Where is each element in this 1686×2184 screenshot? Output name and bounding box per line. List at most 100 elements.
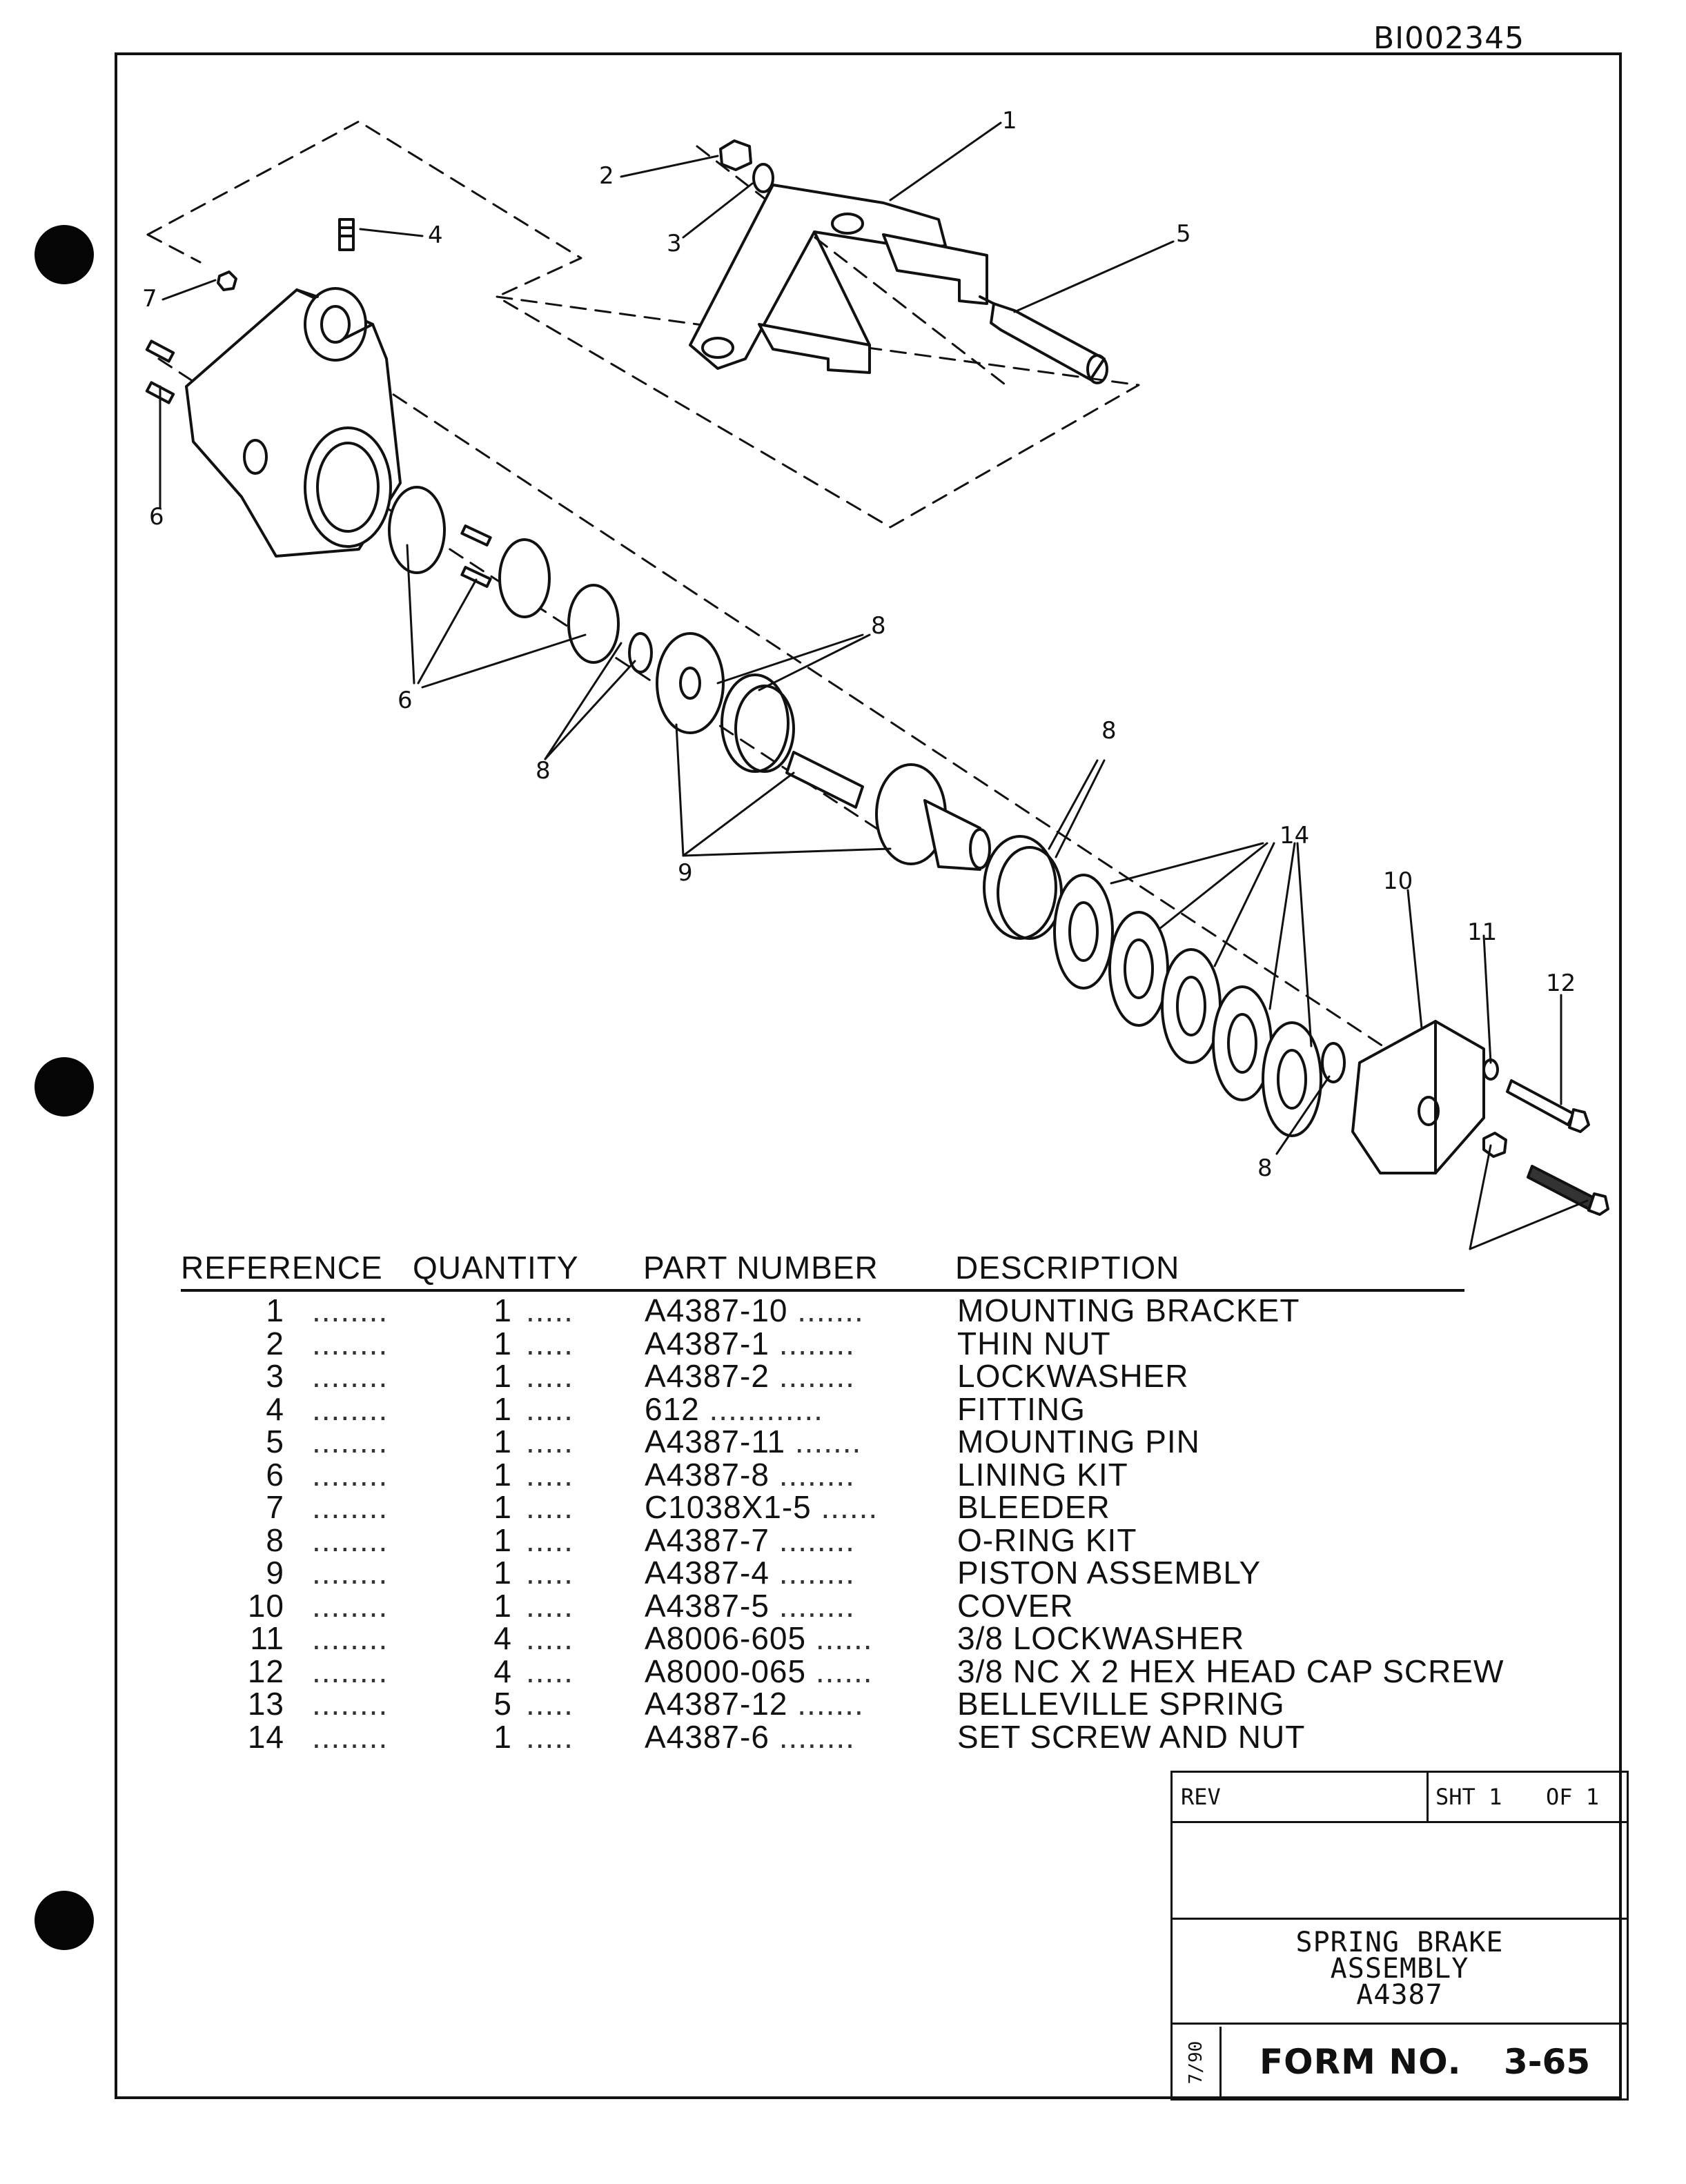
row-part-number: A4387-11 ....... (645, 1423, 861, 1460)
row-reference: 12 (247, 1653, 284, 1689)
housing-drawing (185, 287, 402, 558)
row-quantity: 1 (493, 1358, 512, 1394)
callout-4: 4 (428, 222, 443, 249)
part-leader-dots: ............ (709, 1390, 823, 1427)
row-part-number: A4387-10 ....... (645, 1292, 864, 1329)
callout-11: 11 (1467, 918, 1497, 946)
row-leader-dots: ........ (312, 1358, 389, 1394)
row-description: LINING KIT (957, 1456, 1128, 1493)
part-number-text: 612 (645, 1390, 700, 1427)
row-part-number: A4387-5 ........ (645, 1587, 855, 1624)
row-description: MOUNTING BRACKET (957, 1292, 1300, 1328)
callout-7: 7 (142, 285, 157, 313)
part-number-text: A4387-5 (645, 1587, 770, 1624)
row-part-number: A4387-8 ........ (645, 1456, 855, 1493)
callout-14-springs: 14 (1280, 822, 1309, 849)
row-reference: 5 (266, 1424, 284, 1459)
table-row: 8........1.....A4387-7 ........O-RING KI… (181, 1522, 1464, 1558)
row-reference: 13 (247, 1686, 284, 1722)
callout-3: 3 (667, 230, 682, 257)
row-reference: 14 (247, 1718, 284, 1755)
row-leader-dots: ..... (526, 1587, 574, 1624)
row-description: FITTING (957, 1390, 1086, 1427)
row-leader-dots: ..... (526, 1620, 574, 1656)
row-quantity: 1 (493, 1292, 512, 1328)
header-description: DESCRIPTION (955, 1250, 1180, 1286)
part-number-text: A4387-1 (645, 1325, 770, 1361)
part-number-text: A8000-065 (645, 1653, 807, 1689)
row-part-number: A4387-6 ........ (645, 1718, 855, 1755)
callout-6-screws: 6 (149, 503, 164, 531)
revision-blank-cell (1173, 1821, 1627, 1920)
callout-5: 5 (1176, 220, 1191, 248)
binder-hole-top (35, 225, 94, 284)
part-leader-dots: ...... (815, 1620, 873, 1656)
row-quantity: 1 (493, 1718, 512, 1755)
form-number: 3-65 (1504, 2042, 1591, 2082)
row-reference: 8 (266, 1522, 284, 1558)
row-quantity: 1 (493, 1522, 512, 1558)
table-row: 10........1.....A4387-5 ........COVER (181, 1587, 1464, 1624)
table-row: 3........1.....A4387-2 ........LOCKWASHE… (181, 1357, 1464, 1394)
header-part-number: PART NUMBER (643, 1250, 879, 1286)
row-leader-dots: ........ (312, 1686, 389, 1722)
callout-8-middle: 8 (1101, 717, 1117, 745)
table-row: 13........5.....A4387-12 .......BELLEVIL… (181, 1685, 1464, 1722)
row-leader-dots: ..... (526, 1686, 574, 1722)
drawing-title-line-3: A4387 (1356, 1979, 1443, 2011)
callout-10: 10 (1383, 867, 1413, 895)
row-leader-dots: ........ (312, 1653, 389, 1689)
row-quantity: 1 (493, 1489, 512, 1525)
row-leader-dots: ..... (526, 1292, 574, 1328)
exploded-parts-diagram: 1 2 3 4 5 6 6 7 8 8 8 8 9 10 11 12 14 14 (117, 55, 1619, 1256)
document-id: BI002345 (1373, 21, 1525, 56)
row-reference: 9 (266, 1555, 284, 1591)
part-number-text: A4387-7 (645, 1522, 770, 1558)
header-reference: REFERENCE (181, 1250, 383, 1286)
part-number-text: C1038X1-5 (645, 1489, 812, 1525)
row-reference: 3 (266, 1358, 284, 1394)
table-row: 2........1.....A4387-1 ........THIN NUT (181, 1325, 1464, 1361)
part-number-text: A4387-8 (645, 1456, 770, 1493)
thin-nut-and-lockwasher-drawing (719, 139, 774, 193)
row-quantity: 1 (493, 1325, 512, 1361)
part-leader-dots: ........ (778, 1718, 855, 1755)
callout-12: 12 (1546, 970, 1576, 997)
drawing-title-line-1: SPRING BRAKE (1295, 1927, 1504, 1958)
revision-row: REV SHT 1 OF 1 (1173, 1773, 1627, 1823)
part-leader-dots: ........ (778, 1555, 855, 1591)
piston-assembly-drawing (656, 632, 991, 871)
part-number-text: A4387-11 (645, 1424, 786, 1459)
cover-drawing (1351, 1020, 1485, 1174)
row-description: SET SCREW AND NUT (957, 1718, 1306, 1755)
part-leader-dots: ....... (797, 1292, 864, 1328)
table-row: 6........1.....A4387-8 ........LINING KI… (181, 1456, 1464, 1493)
page-frame (115, 52, 1622, 2099)
form-row: 7/90 FORM NO. 3-65 (1173, 2027, 1627, 2098)
part-number-text: A4387-10 (645, 1292, 788, 1328)
title-block: REV SHT 1 OF 1 SPRING BRAKE ASSEMBLY A43… (1170, 1771, 1629, 2101)
row-reference: 10 (247, 1587, 284, 1624)
row-quantity: 4 (493, 1653, 512, 1689)
row-reference: 7 (266, 1489, 284, 1525)
row-reference: 11 (250, 1620, 284, 1656)
row-leader-dots: ..... (526, 1390, 574, 1427)
row-description: THIN NUT (957, 1325, 1111, 1361)
part-leader-dots: ........ (778, 1325, 855, 1361)
row-part-number: C1038X1-5 ...... (645, 1488, 878, 1526)
row-leader-dots: ..... (526, 1489, 574, 1525)
row-quantity: 5 (493, 1686, 512, 1722)
row-part-number: A4387-7 ........ (645, 1522, 855, 1559)
revision-label: REV (1181, 1784, 1221, 1810)
mounting-bracket-drawing (689, 184, 988, 374)
fasteners-drawing (1482, 1059, 1609, 1216)
callout-8-top: 8 (871, 612, 886, 640)
row-part-number: 612 ............ (645, 1390, 823, 1428)
parts-table-header: REFERENCE QUANTITY PART NUMBER DESCRIPTI… (181, 1249, 1464, 1292)
row-quantity: 1 (493, 1424, 512, 1459)
drawing-title: SPRING BRAKE ASSEMBLY A4387 (1173, 1920, 1627, 2025)
part-number-text: A4387-6 (645, 1718, 770, 1755)
row-leader-dots: ..... (526, 1522, 574, 1558)
row-leader-dots: ..... (526, 1718, 574, 1755)
row-reference: 2 (266, 1325, 284, 1361)
